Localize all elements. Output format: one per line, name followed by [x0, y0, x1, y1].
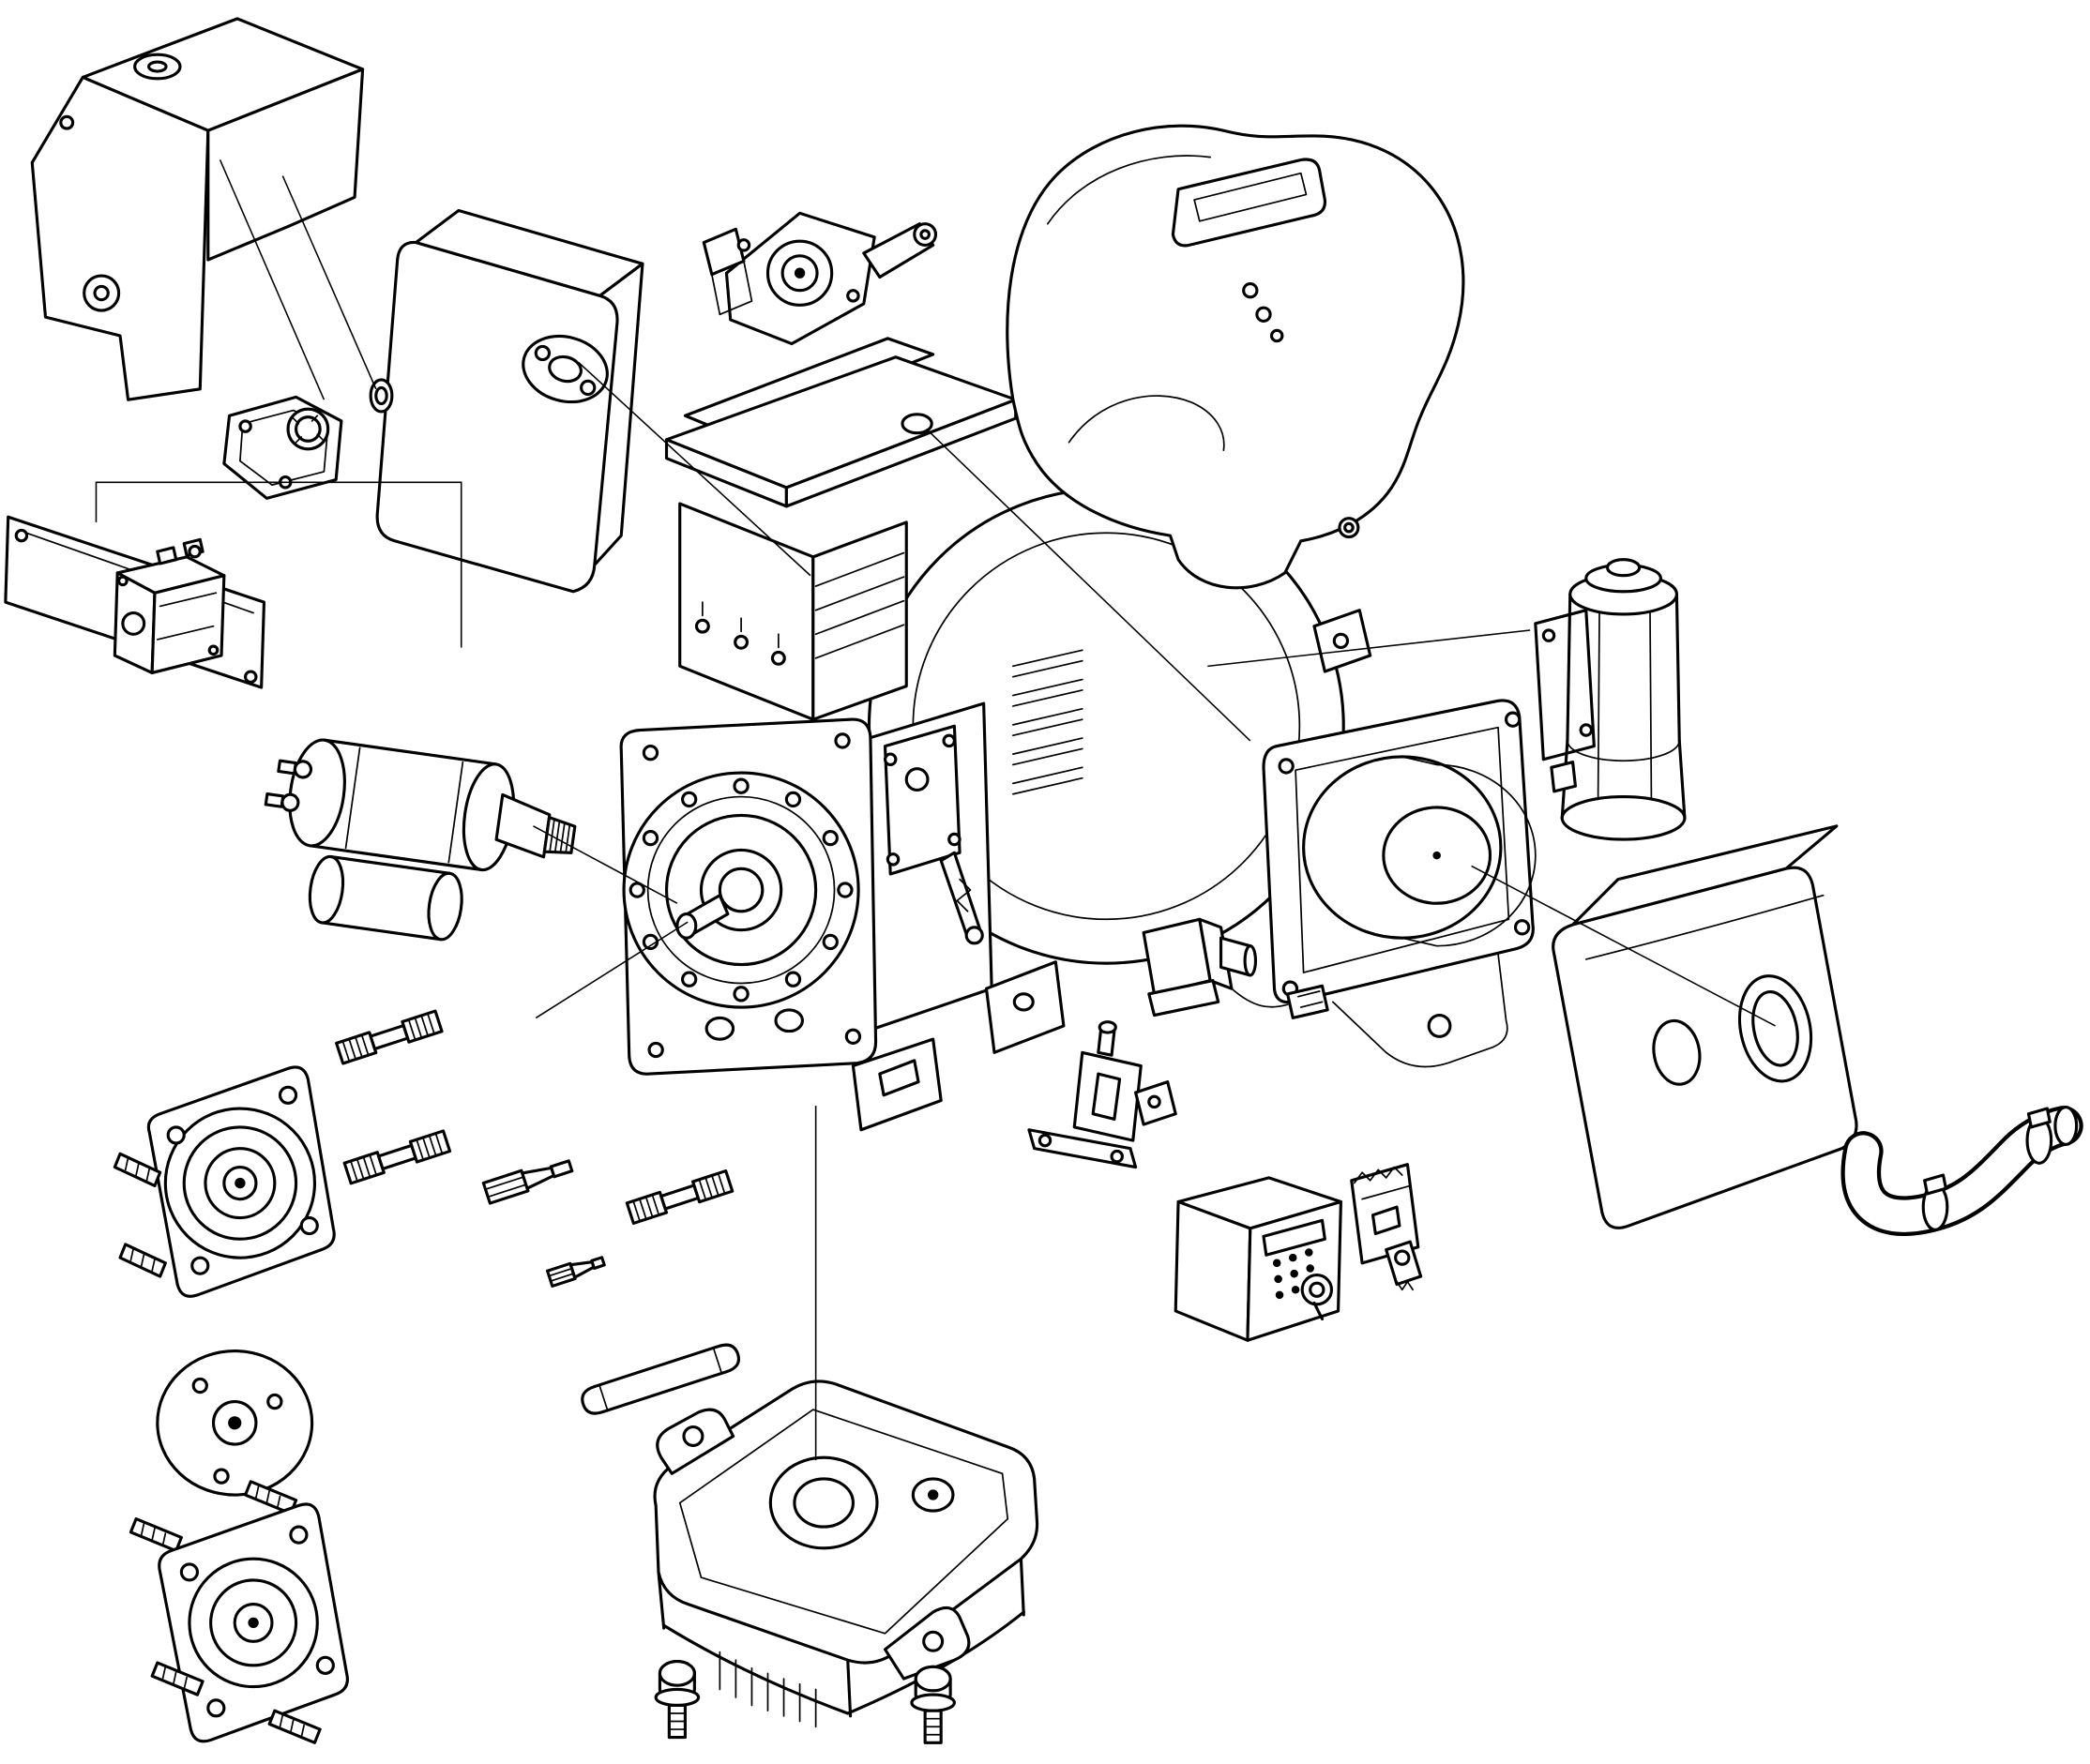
starter-nose	[494, 792, 552, 859]
control-panel	[1174, 1176, 1342, 1342]
end-cover-plate	[156, 1349, 314, 1497]
injection-pump	[883, 724, 962, 876]
engine-block	[619, 337, 1066, 1132]
oil-bath-air-cleaner	[1534, 558, 1687, 841]
connector-set	[1350, 1163, 1423, 1291]
drain-bolt	[654, 1660, 701, 1740]
bearing-flange	[113, 1065, 336, 1298]
lifting-bracket	[702, 211, 938, 346]
fuel-pump-bracket	[4, 515, 266, 689]
filler-neck	[1171, 158, 1326, 248]
starter-motor	[264, 738, 577, 942]
union-fitting-2	[545, 1256, 606, 1288]
blower-housing-cover	[30, 17, 365, 401]
fuel-tank	[1006, 124, 1465, 590]
air-cleaner-cover	[1552, 824, 1858, 1229]
wire-connector	[1286, 984, 1329, 1019]
exhaust-cap-gasket	[222, 395, 343, 500]
air-guide-shroud	[1262, 699, 1537, 1068]
union-fitting-1	[481, 1159, 574, 1205]
fuel-solenoid	[1142, 917, 1329, 1019]
panel-display	[1262, 1218, 1326, 1257]
stud-bolt-3	[625, 1169, 735, 1225]
stud-bolt-1	[335, 1009, 444, 1065]
dowel-pin	[581, 1343, 741, 1415]
mounting-flange-plate	[129, 1480, 349, 1744]
leader-lines	[95, 159, 1776, 1461]
speed-lever	[1027, 1020, 1177, 1169]
muffler	[369, 208, 644, 594]
plate-hole	[901, 413, 933, 435]
stud-bolt-2	[342, 1129, 452, 1185]
oil-sump	[653, 1380, 1039, 1744]
intake-hose	[1840, 1106, 2083, 1236]
drain-bolt	[910, 1665, 956, 1744]
starter-pinion	[542, 816, 577, 854]
